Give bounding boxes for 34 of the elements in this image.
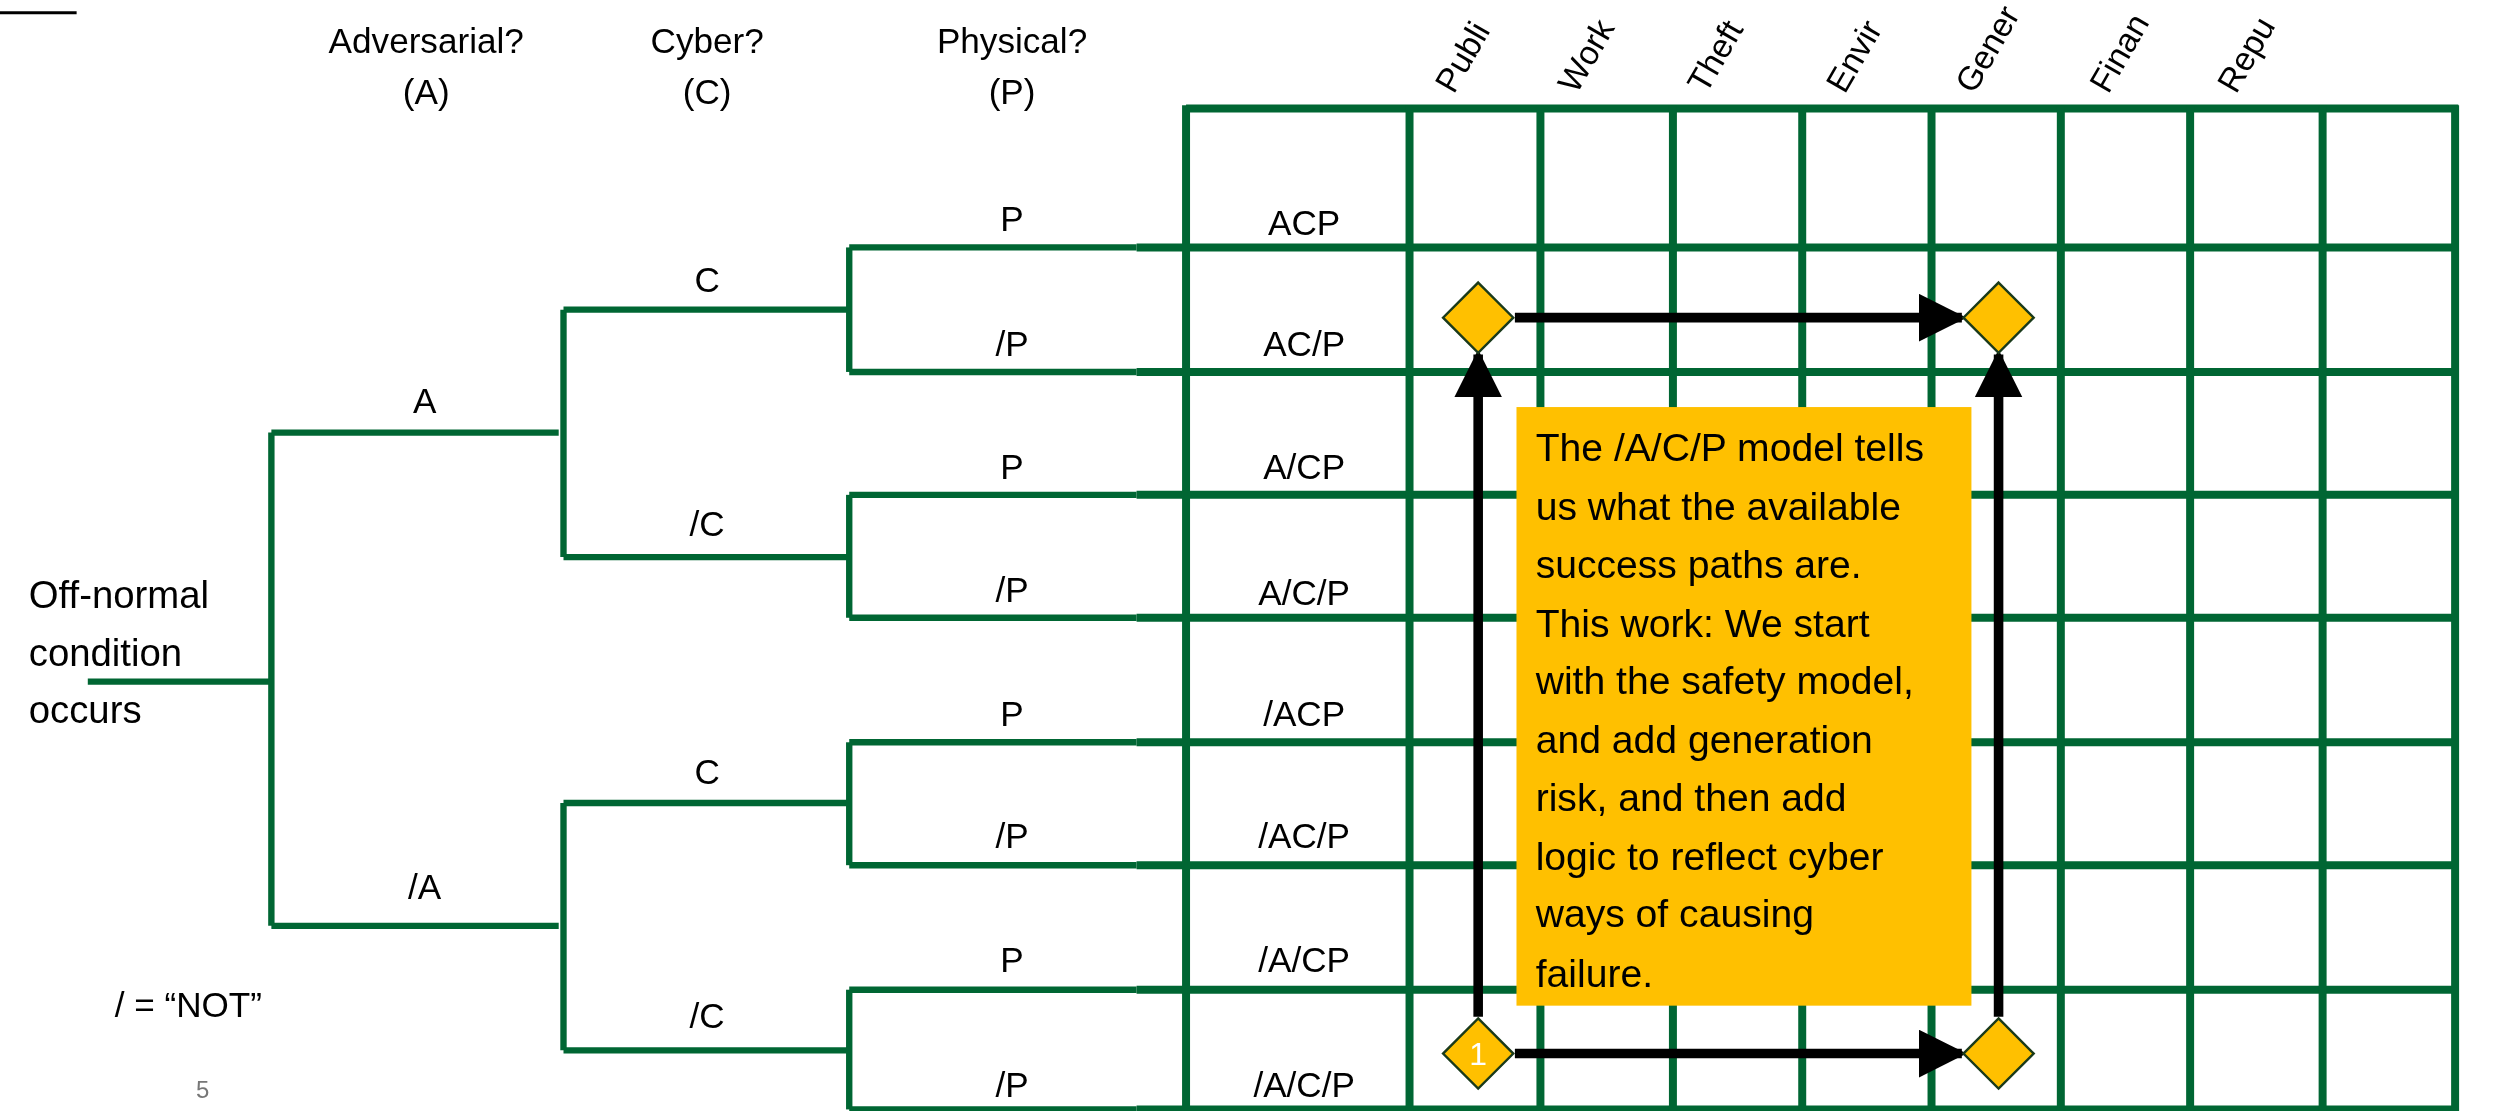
- outcome-label: A/C/P: [1258, 573, 1351, 615]
- outcome-label: A/CP: [1263, 446, 1346, 489]
- branch-label: /C: [689, 996, 725, 1038]
- milestone-diamond: 1: [1441, 1016, 1515, 1091]
- branch-label: /P: [995, 569, 1029, 612]
- branch-label: P: [1000, 940, 1024, 982]
- branch-label: /C: [689, 504, 725, 546]
- outcome-label: /A/CP: [1258, 940, 1351, 982]
- outcome-label: ACP: [1268, 202, 1341, 245]
- branch-label: C: [694, 260, 720, 302]
- question-heading: Physical? (P): [936, 19, 1088, 114]
- question-heading: Cyber? (C): [650, 19, 764, 114]
- milestone-diamond: [1441, 280, 1515, 355]
- page-number: 5: [196, 1074, 210, 1106]
- branch-label: C: [694, 751, 720, 794]
- branch-label: P: [1000, 446, 1024, 489]
- outcome-label: /A/C/P: [1253, 1064, 1355, 1107]
- outcome-label: /AC/P: [1258, 815, 1351, 858]
- milestone-diamond: [1961, 280, 2036, 355]
- question-heading: Adversarial? (A): [328, 19, 524, 114]
- note-text: The /A/C/P model tells us what the available success paths are. This work: We start with the safety model, and add generation risk, and then add logic to reflect cyber ways of causing failure.: [1535, 425, 1925, 996]
- outcome-label: /ACP: [1263, 694, 1346, 736]
- note-box: [1516, 407, 1972, 1006]
- branch-label: P: [1000, 199, 1024, 242]
- branch-label: /P: [995, 1064, 1029, 1107]
- branch-label: P: [1000, 694, 1024, 736]
- branch-label: /P: [995, 324, 1029, 366]
- initiating-event-label: Off-normal condition occurs: [28, 572, 210, 734]
- outcome-label: AC/P: [1263, 324, 1346, 366]
- branch-label: / = “NOT”: [114, 984, 262, 1027]
- milestone-diamond: [1961, 1016, 2036, 1091]
- branch-label: /A: [408, 866, 442, 909]
- branch-label: A: [412, 381, 437, 423]
- branch-label: /P: [995, 815, 1029, 858]
